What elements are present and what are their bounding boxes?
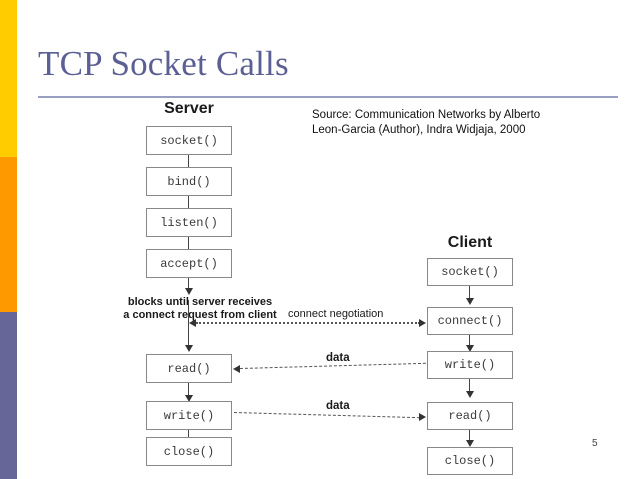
- server-connector-4a: [188, 278, 189, 290]
- server-arrow-5-icon: [185, 345, 193, 352]
- client-node-socket: socket(): [427, 258, 513, 286]
- client-connector-1: [469, 286, 470, 300]
- server-node-read: read(): [146, 354, 232, 383]
- data-line-server-to-client: [233, 412, 420, 419]
- server-connector-3: [188, 237, 189, 251]
- client-node-close: close(): [427, 447, 513, 475]
- server-arrow-4-icon: [185, 288, 193, 295]
- blocking-note-line-1: blocks until server receives: [127, 296, 273, 308]
- blocking-note-line-2: a connect request from client: [123, 309, 277, 321]
- connect-negotiation-line: [196, 322, 420, 324]
- server-connector-7: [188, 430, 189, 442]
- client-arrow-4-icon: [466, 440, 474, 447]
- rail-band-yellow: [0, 0, 17, 157]
- server-connector-6: [188, 383, 189, 397]
- page-number: 5: [592, 438, 598, 449]
- connect-negotiation-label: connect negotiation: [288, 308, 384, 320]
- server-node-close: close(): [146, 437, 232, 466]
- server-arrow-6-icon: [185, 395, 193, 402]
- client-connector-3: [469, 379, 470, 395]
- client-node-read: read(): [427, 402, 513, 430]
- server-connector-1: [188, 155, 189, 169]
- client-node-write: write(): [427, 351, 513, 379]
- column-heading-client: Client: [447, 234, 493, 251]
- data-label-server-to-client: data: [326, 400, 350, 412]
- client-arrow-1-icon: [466, 298, 474, 305]
- rail-edge-spacer: [17, 0, 19, 479]
- data-arrow-to-client-icon: [419, 413, 426, 421]
- server-node-listen: listen(): [146, 208, 232, 237]
- page-title: TCP Socket Calls: [38, 44, 289, 83]
- rail-band-orange: [0, 157, 17, 312]
- rail-band-purple: [0, 312, 17, 479]
- data-label-client-to-server: data: [326, 352, 350, 364]
- server-node-write: write(): [146, 401, 232, 430]
- client-connector-2: [469, 335, 470, 349]
- server-node-socket: socket(): [146, 126, 232, 155]
- title-divider: [38, 96, 618, 98]
- connect-negotiation-arrow-left-icon: [189, 319, 196, 327]
- server-node-accept: accept(): [146, 249, 232, 278]
- client-connector-4: [469, 430, 470, 443]
- server-connector-2: [188, 196, 189, 210]
- client-arrow-2-icon: [466, 345, 474, 352]
- client-arrow-3-icon: [466, 391, 474, 398]
- data-arrow-to-server-icon: [233, 365, 240, 373]
- server-connector-4b: [188, 300, 189, 348]
- server-node-bind: bind(): [146, 167, 232, 196]
- client-node-connect: connect(): [427, 307, 513, 335]
- connect-negotiation-arrow-right-icon: [419, 319, 426, 327]
- column-heading-server: Server: [164, 100, 214, 117]
- source-credit: Source: Communication Networks by Albert…: [312, 109, 541, 136]
